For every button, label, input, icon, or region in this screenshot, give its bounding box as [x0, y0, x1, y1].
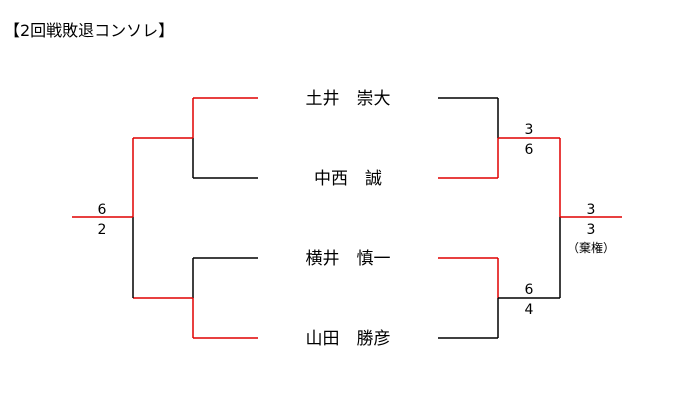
left-final-top-score: 6 [97, 202, 107, 218]
right-semi2-top-score: 6 [524, 282, 534, 298]
left-final-bottom-score: 2 [97, 222, 107, 238]
right-semi2-bottom-score: 4 [524, 302, 534, 318]
right-semi1-bottom-score: 6 [524, 142, 534, 158]
right-final-top-score: 3 [586, 202, 596, 218]
bracket-title: 【2回戦敗退コンソレ】 [4, 21, 175, 40]
retirement-note: （棄権） [566, 241, 616, 255]
player-name: 土井 崇大 [305, 89, 391, 109]
player-name: 横井 慎一 [305, 249, 391, 269]
player-name: 中西 誠 [314, 169, 382, 189]
right-semi1-top-score: 3 [524, 122, 534, 138]
right-final-bottom-score: 3 [586, 222, 596, 238]
player-name: 山田 勝彦 [305, 329, 391, 349]
